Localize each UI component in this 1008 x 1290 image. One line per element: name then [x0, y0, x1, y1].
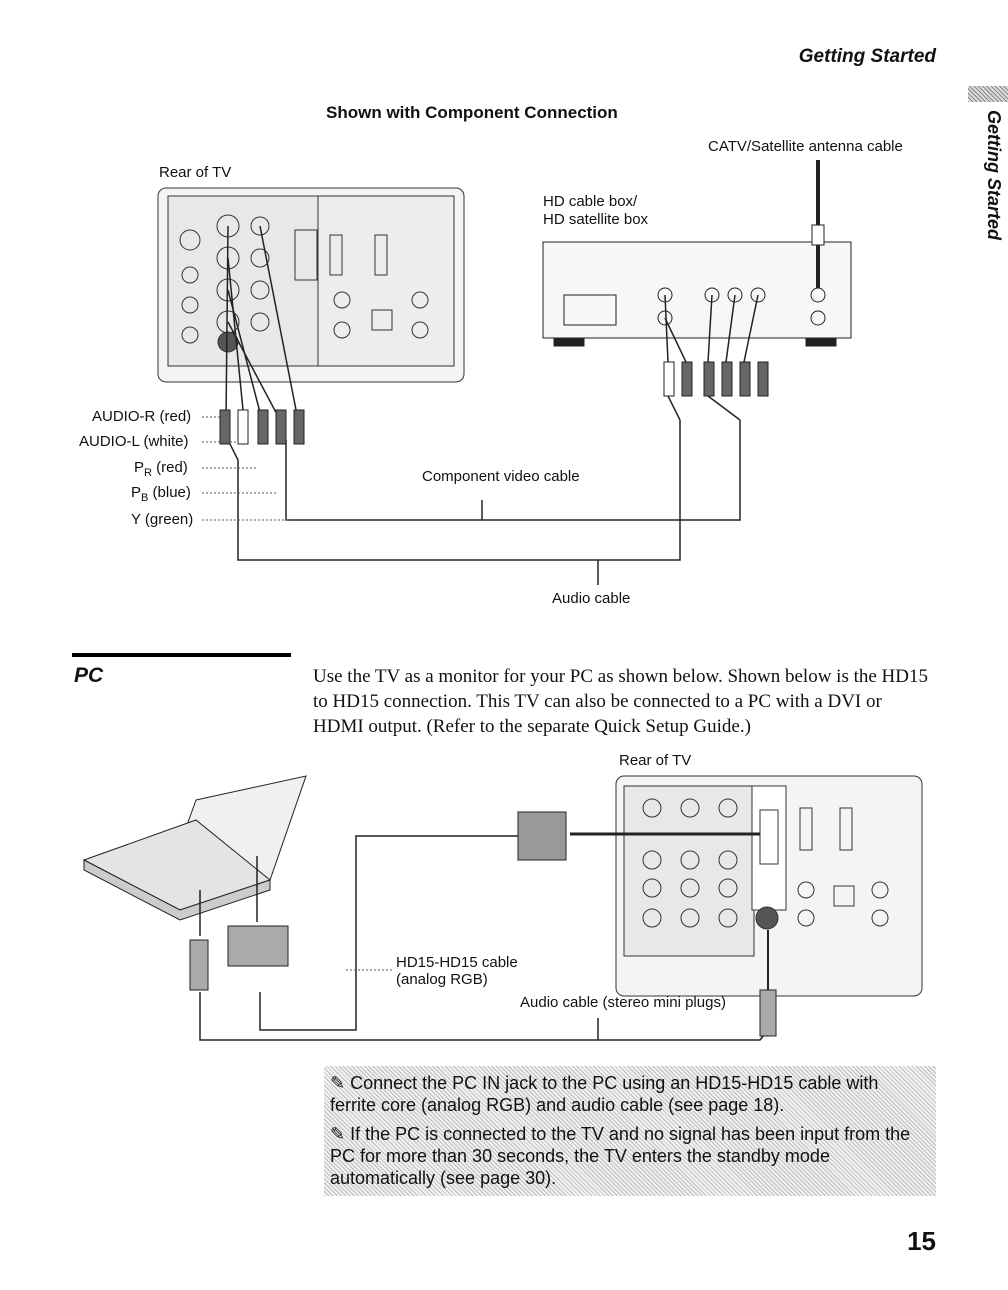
- pc-body-text: Use the TV as a monitor for your PC as s…: [313, 666, 928, 737]
- note-item: ✎ Connect the PC IN jack to the PC using…: [330, 1072, 890, 1116]
- page-number: 15: [907, 1226, 936, 1256]
- pencil-icon: ✎: [330, 1124, 346, 1144]
- notes-box: [324, 1066, 936, 1196]
- rear-of-tv-label-bottom: Rear of TV: [619, 752, 692, 769]
- hd-cable-box: [542, 160, 852, 347]
- pr-label: PR (red): [134, 459, 188, 479]
- hd15-cable-label-line1: HD15-HD15 cable: [396, 954, 518, 971]
- side-tab-label: Getting Started: [984, 110, 1004, 241]
- audio-l-label: AUDIO-L (white): [79, 433, 189, 450]
- note-item: ✎ If the PC is connected to the TV and n…: [330, 1123, 926, 1189]
- note-text: If the PC is connected to the TV and no …: [330, 1124, 911, 1188]
- section-rule: [72, 653, 291, 657]
- component-heading: Shown with Component Connection: [326, 103, 618, 122]
- side-tab-marker: [968, 86, 1008, 102]
- pb-label: PB (blue): [131, 484, 191, 504]
- audio-cable-label: Audio cable: [552, 590, 631, 607]
- hd15-cable-label-line2: (analog RGB): [396, 971, 488, 988]
- laptop: [82, 775, 307, 921]
- section-header: Getting Started: [798, 46, 936, 67]
- note-text: Connect the PC IN jack to the PC using a…: [330, 1073, 879, 1115]
- antenna-cable-label: CATV/Satellite antenna cable: [708, 138, 903, 155]
- pencil-icon: ✎: [330, 1073, 346, 1093]
- audio-r-label: AUDIO-R (red): [92, 408, 192, 425]
- hd-box-label-line1: HD cable box/: [543, 193, 638, 210]
- tv-rear-panel-bottom: [615, 775, 923, 997]
- y-green-label: Y (green): [131, 511, 194, 528]
- pc-section-title: PC: [74, 664, 104, 687]
- rear-of-tv-label-top: Rear of TV: [159, 164, 232, 181]
- component-cable-label: Component video cable: [422, 468, 580, 485]
- hd-box-label-line2: HD satellite box: [543, 211, 649, 228]
- tv-rear-panel-top: [157, 187, 465, 383]
- audio-mini-cable-label: Audio cable (stereo mini plugs): [520, 994, 726, 1011]
